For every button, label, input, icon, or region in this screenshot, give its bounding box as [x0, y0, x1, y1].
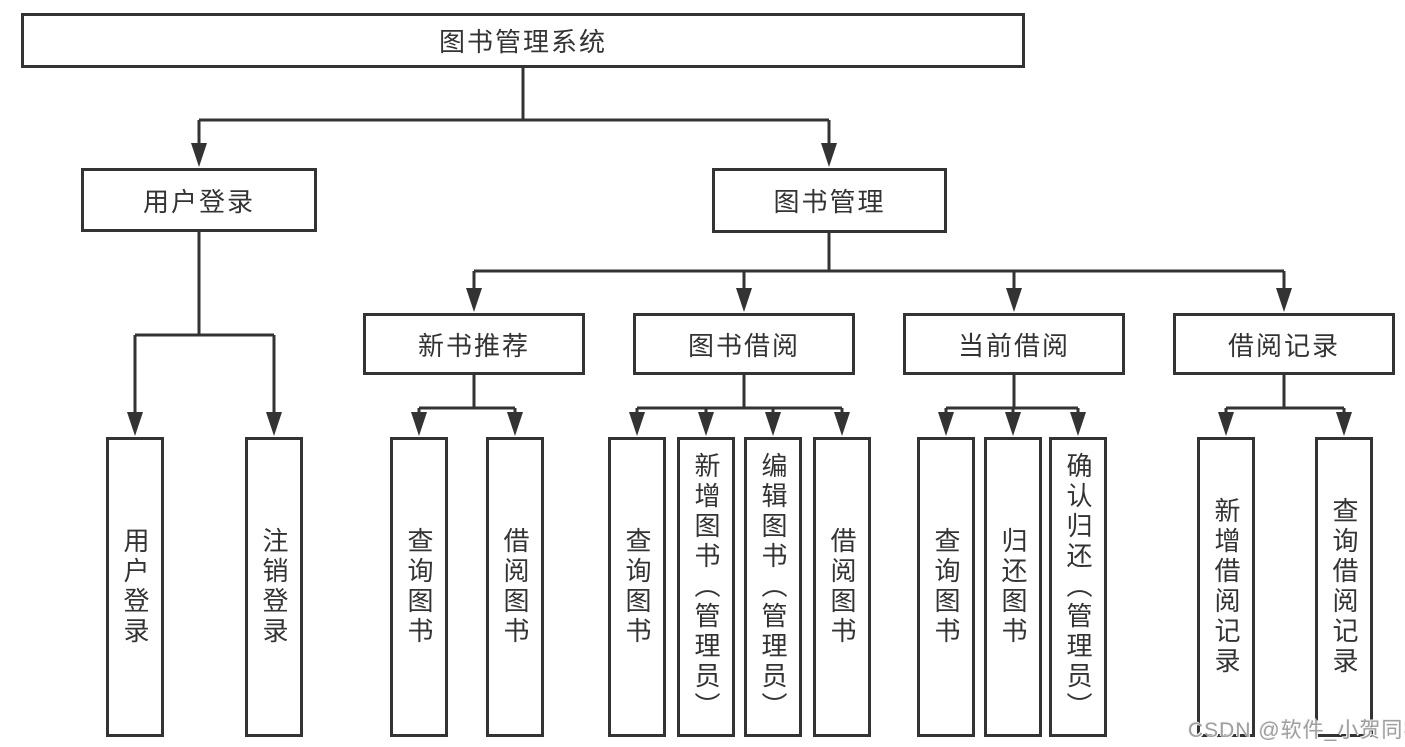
- leaf-logout-label: 注销登录: [259, 527, 289, 647]
- leaf-record-add-record-label: 新增借阅记录: [1211, 497, 1241, 677]
- leaf-newbook-borrow-books-label: 借阅图书: [500, 527, 530, 647]
- node-user-login: 用户登录: [81, 168, 317, 232]
- leaf-record-query-record-label: 查询借阅记录: [1329, 497, 1359, 677]
- leaf-borrow-query-books: 查询图书: [608, 437, 666, 737]
- node-book-management-label: 图书管理: [773, 187, 886, 217]
- node-book-borrowing-label: 图书借阅: [687, 330, 800, 361]
- leaf-current-confirm-return-admin: 确认归还（管理员）: [1049, 437, 1107, 737]
- leaf-record-add-record: 新增借阅记录: [1197, 437, 1255, 737]
- node-current-borrowing-label: 当前借阅: [957, 330, 1070, 361]
- leaf-borrow-edit-books-admin-label: 编辑图书（管理员）: [758, 452, 788, 722]
- leaf-borrow-borrow-books: 借阅图书: [813, 437, 871, 737]
- leaf-user-login: 用户登录: [106, 437, 164, 737]
- leaf-record-query-record: 查询借阅记录: [1315, 437, 1373, 737]
- node-book-borrowing: 图书借阅: [633, 313, 855, 375]
- leaf-newbook-query-books-label: 查询图书: [404, 527, 434, 647]
- node-current-borrowing: 当前借阅: [903, 313, 1125, 375]
- node-new-book-recommend: 新书推荐: [363, 313, 585, 375]
- leaf-borrow-borrow-books-label: 借阅图书: [827, 527, 857, 647]
- node-borrowing-records-label: 借阅记录: [1227, 330, 1340, 361]
- node-library-system-label: 图书管理系统: [438, 27, 607, 57]
- leaf-current-query-books-label: 查询图书: [931, 527, 961, 647]
- leaf-current-return-books: 归还图书: [984, 437, 1042, 737]
- leaf-borrow-add-books-admin-label: 新增图书（管理员）: [691, 452, 721, 722]
- leaf-newbook-query-books: 查询图书: [390, 437, 448, 737]
- node-borrowing-records: 借阅记录: [1173, 313, 1395, 375]
- node-book-management: 图书管理: [712, 168, 947, 233]
- node-library-system: 图书管理系统: [21, 13, 1025, 68]
- leaf-newbook-borrow-books: 借阅图书: [486, 437, 544, 737]
- leaf-logout: 注销登录: [245, 437, 303, 737]
- arrowheads: [127, 143, 1352, 436]
- leaf-user-login-label: 用户登录: [120, 527, 150, 647]
- leaf-borrow-add-books-admin: 新增图书（管理员）: [677, 437, 735, 737]
- leaf-current-query-books: 查询图书: [917, 437, 975, 737]
- node-new-book-recommend-label: 新书推荐: [417, 330, 530, 361]
- node-user-login-label: 用户登录: [142, 186, 255, 217]
- leaf-current-confirm-return-admin-label: 确认归还（管理员）: [1063, 452, 1093, 722]
- leaf-current-return-books-label: 归还图书: [998, 527, 1028, 647]
- leaf-borrow-edit-books-admin: 编辑图书（管理员）: [744, 437, 802, 737]
- csdn-watermark: CSDN @软件_小贺同学: [1188, 719, 1405, 742]
- leaf-borrow-query-books-label: 查询图书: [622, 527, 652, 647]
